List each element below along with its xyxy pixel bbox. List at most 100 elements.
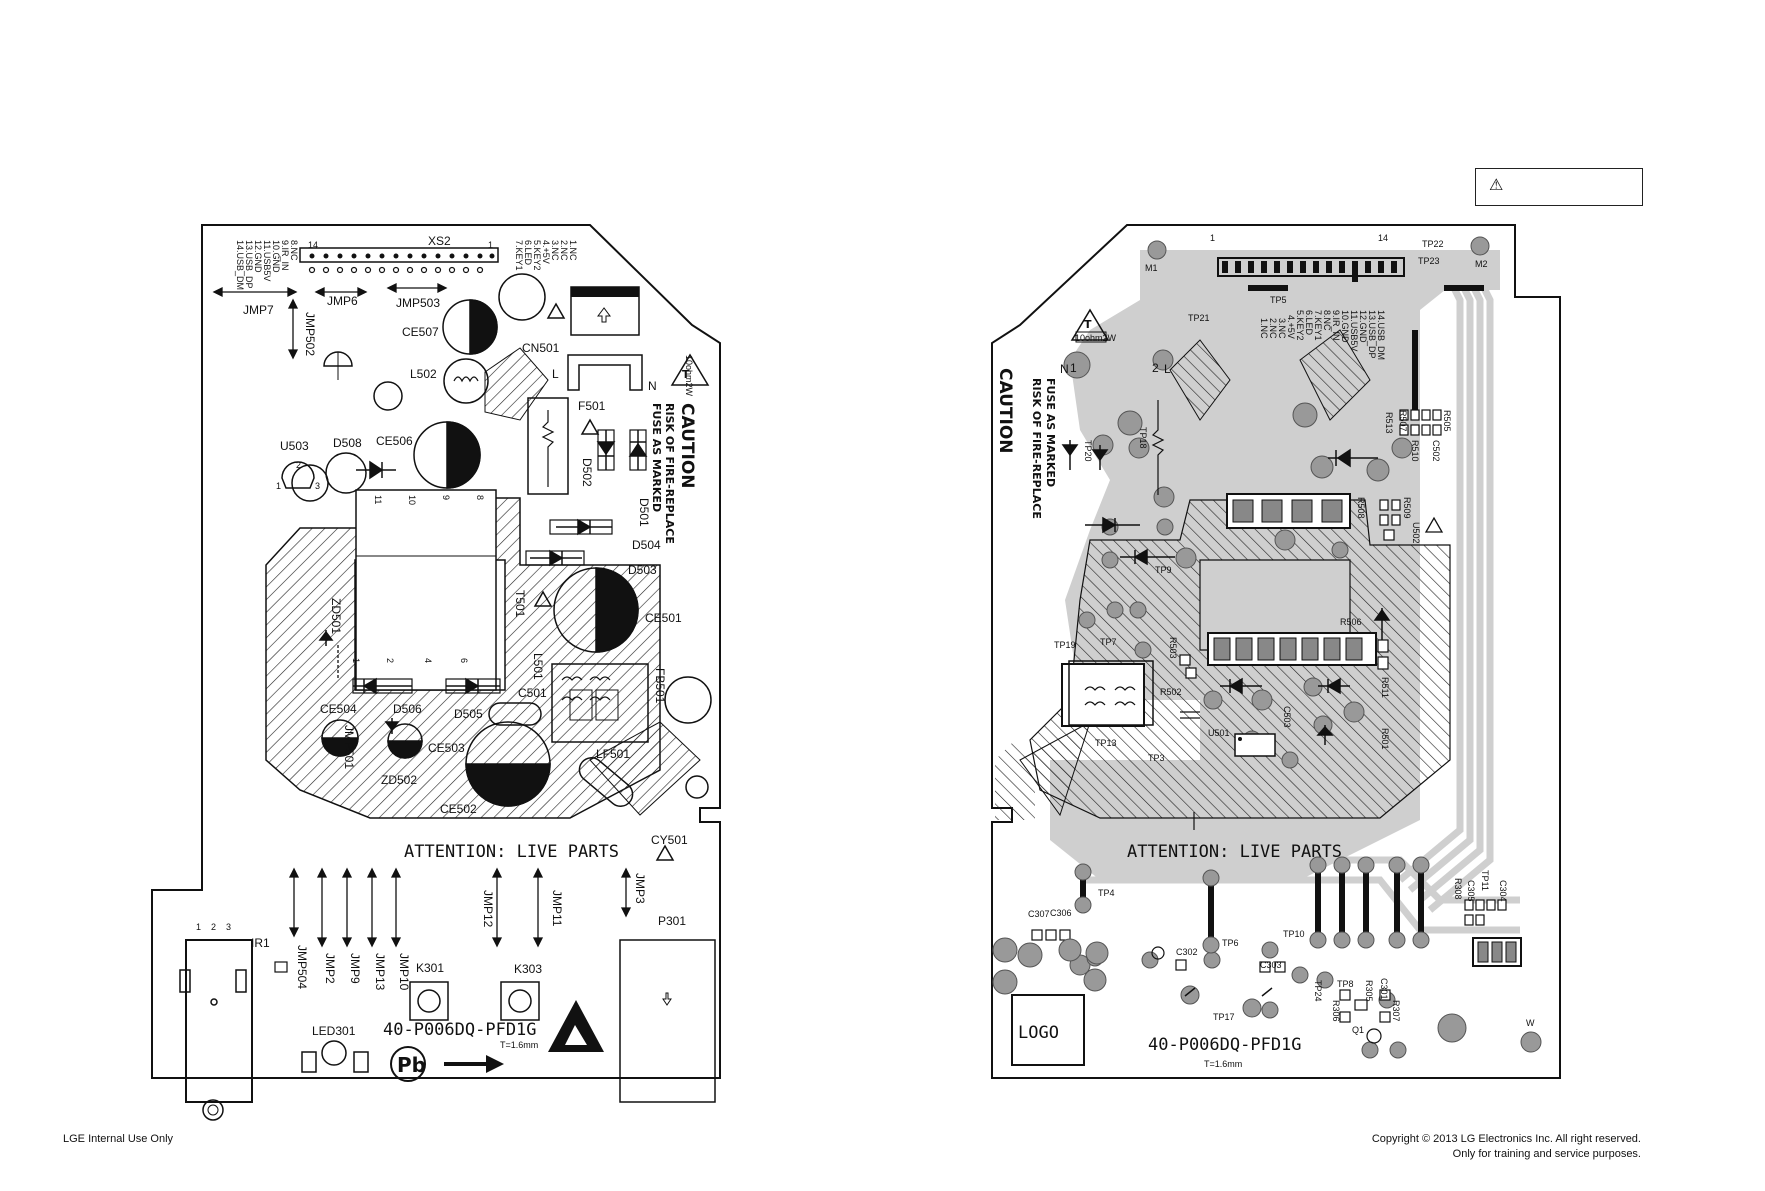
ir-pin-1: 1: [196, 922, 201, 932]
c301-label: C301: [1379, 978, 1389, 1000]
cy501-label: CY501: [651, 833, 688, 847]
bottom-pin-b-6: 14.USB_DM: [1376, 310, 1386, 360]
bottom-pin-b-1: 9.IR_IN: [1331, 310, 1341, 341]
fuse-letter-top: T: [682, 368, 690, 381]
u503-pin-2: 2: [296, 460, 301, 470]
bottom-pin-b-3: 11.USB5V: [1349, 310, 1359, 351]
caution-line1-bottom: RISK OF FIRE-REPLACE: [1030, 378, 1043, 519]
xs2-pin-first: 14: [308, 240, 318, 250]
jmp10-label: JMP10: [397, 953, 411, 991]
top-pin-a-1: 2.NC: [559, 240, 569, 261]
pin-first-bottom: 1: [1210, 233, 1215, 243]
r513-label: R513: [1384, 412, 1394, 434]
caution-title-bottom: CAUTION: [995, 368, 1015, 454]
c501-label: C501: [518, 686, 547, 700]
d504-label: D504: [632, 538, 661, 552]
jmp11-label: JMP11: [550, 890, 564, 927]
w-label-bottom: W: [1526, 1018, 1535, 1028]
pb-mark: Pb: [397, 1053, 426, 1077]
jmp6-label: JMP6: [327, 294, 358, 308]
top-view-board: T XS2 14 1 1.NC 2.NC 3.NC 4.+5V 5.KEY2 6…: [151, 224, 721, 1121]
tp23-label: TP23: [1418, 256, 1440, 266]
jmp13-label: JMP13: [373, 953, 387, 991]
top-pin-b-1: 9.IR_IN: [280, 240, 290, 271]
c307-label: C307: [1028, 909, 1050, 919]
bottom-pin-b-2: 10.GND: [1340, 310, 1350, 343]
tp21-label: TP21: [1188, 313, 1210, 323]
r505-label: R505: [1442, 410, 1452, 432]
footer-left: LGE Internal Use Only: [63, 1133, 174, 1145]
tp7-label: TP7: [1100, 637, 1117, 647]
p301-label: P301: [658, 914, 686, 928]
zd502-label: ZD502: [381, 773, 417, 787]
r508-label: R508: [1356, 497, 1366, 519]
bottom-pin-a-4: 5.KEY2: [1295, 310, 1305, 341]
l-label-top: L: [552, 367, 559, 381]
tp22-label: TP22: [1422, 239, 1444, 249]
top-pin-a-0: 1.NC: [568, 240, 578, 261]
bottom-pin-a-1: 2.NC: [1268, 318, 1278, 339]
fb501-label: FB501: [653, 668, 667, 704]
t-pin-11: 11: [373, 495, 383, 504]
jmp504-label: JMP504: [295, 945, 309, 989]
t501-label: T501: [513, 590, 527, 618]
bottom-pin-list-b: 8.NC 9.IR_IN 10.GND 11.USB5V 12.GND 13.U…: [1322, 310, 1386, 360]
ce507-label: CE507: [402, 325, 439, 339]
r510-label: R510: [1410, 440, 1420, 462]
r509-label: R509: [1402, 497, 1412, 519]
tp18-label: TP18: [1138, 427, 1148, 449]
tp10-label: TP10: [1283, 929, 1305, 939]
top-pin-list-b: 8.NC 9.IR_IN 10.GND 11.USB5V 12.GND 13.U…: [235, 240, 299, 290]
fuse-letter-bottom: T: [1084, 318, 1092, 331]
ir1-label: IR1: [251, 936, 270, 950]
thickness-top: T=1.6mm: [500, 1040, 538, 1050]
live-parts-bottom: ATTENTION: LIVE PARTS: [1127, 842, 1342, 862]
r306-label: R306: [1331, 1000, 1341, 1022]
footer-right-line2: Only for training and service purposes.: [1452, 1148, 1641, 1160]
tp6-label: TP6: [1222, 938, 1239, 948]
d502-label: D502: [580, 458, 594, 487]
tp4-label: TP4: [1098, 888, 1115, 898]
ir-pin-2: 2: [211, 922, 216, 932]
caution-line1-top: RISK OF FIRE-REPLACE: [663, 403, 676, 544]
tp17-label: TP17: [1213, 1012, 1235, 1022]
tp11-label: TP11: [1480, 870, 1490, 891]
tp20-label: TP20: [1083, 440, 1093, 462]
ce506-label: CE506: [376, 434, 413, 448]
jmp3-label: JMP3: [633, 873, 647, 904]
r506-label: R506: [1340, 617, 1362, 627]
l-label-bottom: L: [1164, 362, 1171, 376]
tp8-label: TP8: [1337, 979, 1354, 989]
zd501-label: ZD501: [329, 598, 343, 634]
led301-label: LED301: [312, 1024, 356, 1038]
top-pin-b-3: 11.USB5V: [262, 240, 272, 281]
pin-last-bottom: 14: [1378, 233, 1388, 243]
tp9-label: TP9: [1155, 565, 1172, 575]
tp24-label: TP24: [1313, 980, 1323, 1002]
t-pin-4: 4: [423, 658, 433, 663]
warning-box: ⚠: [1475, 168, 1643, 206]
t-pin-10: 10: [407, 495, 417, 505]
r502-label: R502: [1160, 687, 1182, 697]
bottom-pin-a-3: 4.+5V: [1286, 315, 1296, 339]
tp3-label: TP3: [1148, 753, 1165, 763]
t-pin-9: 9: [441, 495, 451, 500]
ce503-label: CE503: [428, 741, 465, 755]
caution-title-top: CAUTION: [677, 403, 697, 489]
live-parts-top: ATTENTION: LIVE PARTS: [404, 842, 619, 862]
c306-label: C306: [1050, 908, 1072, 918]
d501-label: D501: [637, 498, 651, 527]
caution-line2-top: FUSE AS MARKED: [650, 403, 663, 512]
ir-pin-3: 3: [226, 922, 231, 932]
u502-label: U502: [1411, 522, 1421, 544]
r308-label: R308: [1453, 878, 1463, 900]
t-pin-6: 6: [459, 658, 469, 663]
q1-label: Q1: [1352, 1025, 1364, 1035]
jmp9-label: JMP9: [348, 953, 362, 984]
c503-label: C503: [1282, 706, 1292, 728]
top-pin-a-4: 5.KEY2: [532, 240, 542, 271]
bottom-view-board: T 1 14 M1 M2 TP22 TP23 TP21 TP5 TP18 TP2…: [991, 224, 1561, 1079]
r307-label: R307: [1391, 1000, 1401, 1022]
r501-label: R501: [1380, 728, 1390, 750]
